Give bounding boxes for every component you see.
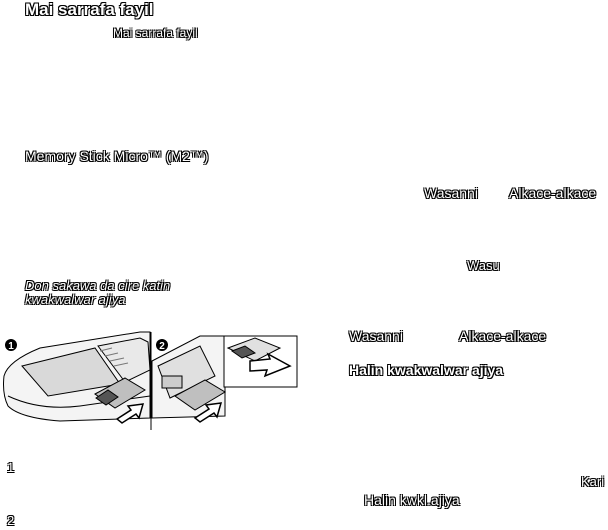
remove-arrow-icon (249, 352, 292, 378)
memory-card (95, 389, 119, 406)
menu-reference-memory-status-short: Halin kwkl.ajiya (364, 492, 460, 508)
page-title: Mai sarrafa fayil (25, 0, 154, 19)
menu-reference-alkace-2: Alkace-alkace (459, 328, 547, 344)
section-heading: Memory Stick Micro™ (M2™) (25, 148, 209, 164)
menu-reference-kari: Kari (581, 474, 605, 489)
menu-reference-alkace: Alkace-alkace (509, 185, 597, 201)
menu-reference-wasu: Wasu (467, 258, 500, 273)
menu-reference-wasanni: Wasanni (424, 185, 478, 201)
menu-reference-memory-status: Halin kwakwalwar ajiya (349, 362, 504, 378)
subheading: Mai sarrafa fayil (113, 26, 198, 40)
step-number-2: 2 (7, 513, 15, 528)
insert-arrow-icon (115, 403, 145, 424)
detail-inset (223, 335, 298, 388)
figure-marker-1-label: 1 (8, 341, 14, 352)
menu-reference-wasanni-2: Wasanni (349, 328, 403, 344)
figure-caption-line-2: kwakwalwar ajiya (25, 292, 126, 307)
figure-caption-line-1: Don sakawa da cire katin (25, 278, 171, 293)
memory-card-illustration: 1 2 (3, 331, 298, 430)
figure-marker-1 (5, 339, 17, 351)
figure-marker-2-label: 2 (159, 341, 165, 352)
step-number-1: 1 (7, 460, 15, 475)
panel-1-phone (3, 331, 151, 424)
panel-2-phone (151, 335, 226, 423)
push-arrow-icon (193, 402, 223, 423)
figure-marker-2 (156, 339, 168, 351)
